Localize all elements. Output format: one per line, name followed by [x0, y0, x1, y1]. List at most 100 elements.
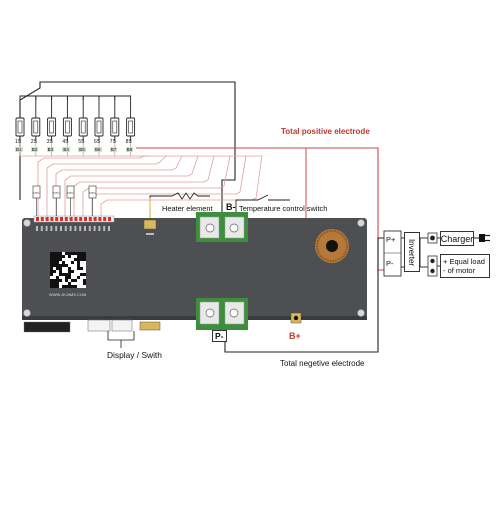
balance-wire	[55, 155, 183, 216]
board-silkscreen	[36, 226, 154, 235]
cell-balance-tag: B1	[15, 147, 23, 152]
heater-wire	[149, 192, 210, 222]
svg-text:NTC: NTC	[33, 191, 40, 195]
balance-wire	[91, 155, 247, 216]
heater-label: Heater element	[162, 204, 213, 213]
balance-wire	[82, 155, 231, 216]
load-line2: - of motor	[443, 266, 476, 275]
total-negative-label: Total negetive electrode	[280, 359, 365, 368]
switch-connector	[139, 321, 161, 331]
cell-series-label: 8S	[125, 139, 132, 145]
balance-pin	[74, 217, 78, 221]
cell-series-label: 7S	[109, 139, 116, 145]
temp-switch-label: Temperature control switch	[239, 204, 328, 213]
balance-pin	[64, 217, 68, 221]
b-minus-screw-2	[229, 223, 239, 233]
ntc-sensor: NTC	[32, 185, 40, 216]
cell-balance-tag: B5	[78, 147, 86, 152]
battery-cell	[110, 95, 132, 141]
ntc-sensor: NTC	[66, 185, 74, 216]
balance-pin	[93, 217, 97, 221]
balance-pin	[36, 217, 39, 221]
total-positive-wire	[136, 147, 386, 271]
p-terminal-box	[383, 230, 402, 277]
battery-cell	[62, 95, 84, 141]
b-plus-label: B+	[289, 331, 301, 341]
balance-pin	[45, 217, 49, 221]
balance-pin	[103, 217, 107, 221]
cell-series-label: 2S	[30, 139, 37, 145]
cell-balance-tag: B2	[30, 147, 39, 152]
inverter-label: Inverter	[407, 238, 417, 266]
balance-pin	[50, 217, 54, 221]
display-connector	[23, 321, 71, 333]
svg-text:NTC: NTC	[67, 191, 74, 195]
battery-cells	[15, 95, 136, 141]
b-minus-label: B-	[226, 202, 236, 212]
p-minus-box-label: P-	[386, 259, 394, 268]
cell-balance-tag: B4	[62, 147, 70, 152]
cell-balance-tag: B8	[125, 147, 134, 152]
balance-pin	[98, 217, 102, 221]
cell-balance-tag: B3	[46, 147, 55, 152]
total-positive-label: Total positive electrode	[281, 127, 370, 136]
cell-series-label: 6S	[94, 139, 101, 145]
cell-series-label: 1S	[15, 139, 22, 145]
balance-pin	[88, 217, 92, 221]
svg-text:NTC: NTC	[89, 191, 96, 195]
p-minus-screw-2	[229, 308, 239, 318]
battery-cell	[47, 95, 68, 141]
ntc-sensor: NTC	[52, 185, 60, 216]
balance-wire	[100, 155, 263, 216]
b-minus-screw-1	[205, 223, 215, 233]
total-negative-wire	[224, 237, 386, 353]
load-box: + Equal load - of motor	[440, 254, 490, 278]
temp-switch-wire	[235, 194, 290, 212]
cell-series-label: 5S	[78, 139, 85, 145]
aux-connector-1	[87, 319, 111, 332]
battery-cell	[31, 95, 53, 141]
balance-pin	[55, 217, 59, 221]
load-connector	[427, 255, 438, 277]
charger-label: Charger	[440, 233, 474, 244]
aux-connector-2	[111, 319, 133, 332]
cell-balance-tag: B7	[109, 147, 118, 152]
heater-connector	[143, 219, 157, 230]
bms-board	[22, 218, 367, 318]
svg-text:NTC: NTC	[53, 191, 60, 195]
charger-box: Charger	[440, 231, 474, 246]
display-switch-leader	[107, 331, 135, 348]
balance-pin	[84, 217, 87, 221]
balance-connector	[33, 215, 115, 223]
qr-code	[50, 252, 86, 288]
inverter-box: Inverter	[404, 232, 420, 272]
balance-wires	[19, 141, 263, 216]
cell-series-label: 3S	[46, 139, 53, 145]
p-minus-label: P-	[212, 330, 227, 342]
main-sense-wire	[19, 81, 236, 215]
charger-connector	[427, 232, 438, 244]
balance-pin	[60, 217, 63, 221]
balance-pin	[79, 217, 83, 221]
ntc-sensors: NTC NTC NTC NTC	[32, 185, 96, 216]
mounting-holes	[23, 219, 365, 317]
cell-balance-tag: B6	[94, 147, 102, 152]
balance-pins	[36, 217, 111, 221]
display-switch-label: Display / Swith	[107, 350, 162, 360]
cell-series-label: 4S	[62, 139, 69, 145]
ntc-sensor: NTC	[88, 185, 96, 216]
balance-pin	[40, 217, 44, 221]
p-plus-box-label: P+	[386, 235, 396, 244]
plug-icon	[474, 234, 490, 242]
balance-wire	[46, 155, 167, 216]
website-label: WWW.JK-BMS.COM	[49, 292, 87, 297]
toroid-inductor	[315, 229, 349, 263]
load-line1: + Equal load	[443, 257, 485, 266]
balance-pin	[69, 217, 73, 221]
balance-wire	[64, 155, 199, 216]
balance-pin	[108, 217, 111, 221]
battery-cell	[126, 100, 136, 141]
bms-board-shadow	[22, 316, 367, 320]
